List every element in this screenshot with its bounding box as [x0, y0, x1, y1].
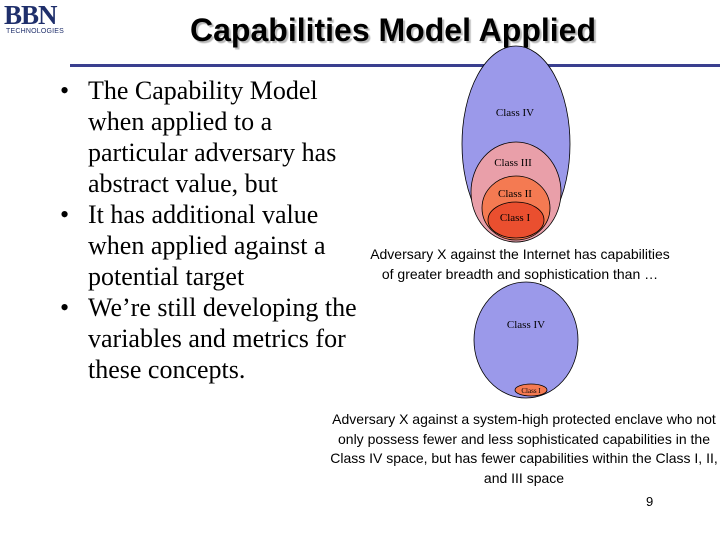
slide-title: Capabilities Model Applied — [190, 12, 596, 48]
bullet-list: • The Capability Model when applied to a … — [60, 75, 360, 385]
class-i-ellipse-reduced — [514, 383, 548, 397]
page-number: 9 — [646, 494, 654, 509]
bullet-text: We’re still developing the variables and… — [88, 293, 357, 384]
class-iv-label: Class IV — [496, 107, 534, 119]
bullet-item: • We’re still developing the variables an… — [60, 292, 360, 385]
logo-wordmark: BBN — [4, 0, 58, 30]
class-iv-ellipse-reduced — [473, 281, 579, 399]
class-iv-label-reduced: Class IV — [507, 319, 545, 331]
class-iii-label: Class III — [494, 157, 532, 169]
diagram1-caption: Adversary X against the Internet has cap… — [340, 244, 700, 284]
diagram2-caption: Adversary X against a system-high protec… — [330, 411, 718, 486]
bullet-item: • The Capability Model when applied to a … — [60, 75, 360, 199]
bullet-dot-icon: • — [60, 293, 70, 322]
bbn-logo: BBN TECHNOLOGIES — [4, 0, 66, 38]
bullet-dot-icon: • — [60, 76, 70, 105]
class-i-label-reduced: Class I — [521, 387, 541, 395]
class-i-ellipse — [487, 201, 545, 239]
bullet-item: • It has additional value when applied ag… — [60, 199, 360, 292]
class-i-label: Class I — [500, 212, 531, 224]
class-ii-label: Class II — [498, 188, 532, 200]
logo-subtitle: TECHNOLOGIES — [6, 28, 65, 35]
diagram1-caption-line1: Adversary X against the Internet has cap… — [370, 246, 670, 262]
bullet-dot-icon: • — [60, 200, 70, 229]
bullet-text: The Capability Model when applied to a p… — [88, 76, 337, 198]
diagram1-caption-line2: of greater breadth and sophistication th… — [381, 266, 659, 282]
bullet-text: It has additional value when applied aga… — [88, 200, 326, 291]
title-rule — [70, 64, 720, 67]
